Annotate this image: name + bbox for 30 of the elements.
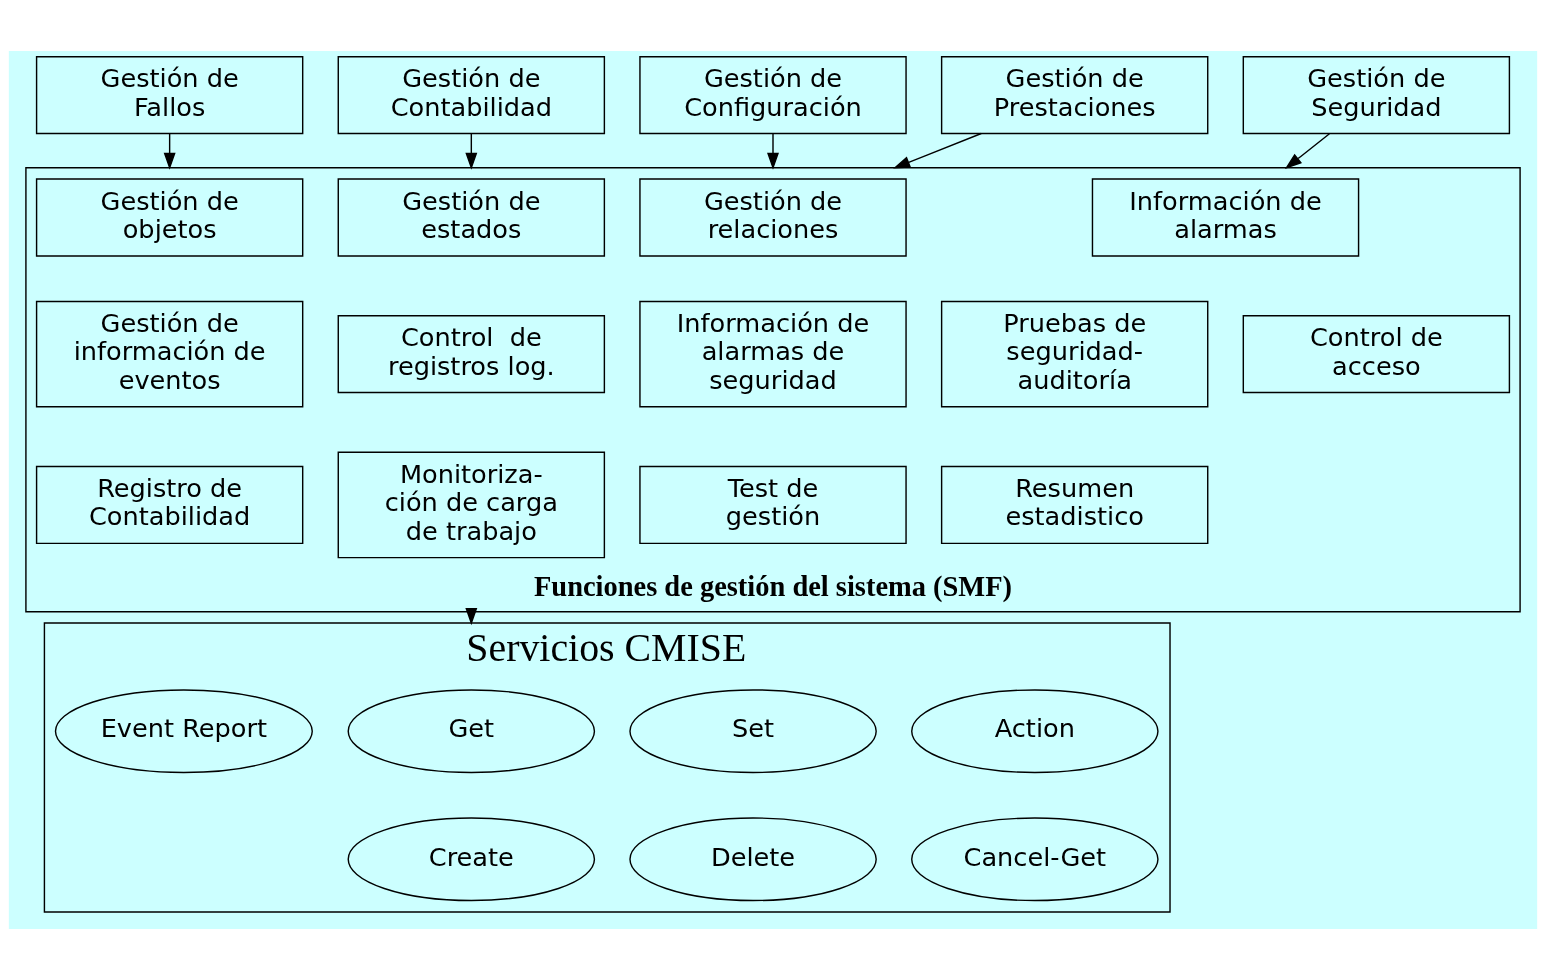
node-box: Gestión de Seguridad [1242,56,1511,135]
node-box: Test de gestión [639,465,907,545]
node-box: Gestión de Fallos [35,56,304,135]
node-ellipse: Event Report [54,689,313,774]
node-box: Gestión de estados [337,178,606,257]
arrow [893,132,982,169]
node-box: Registro de Contabilidad [35,465,304,545]
arrow [1284,133,1331,170]
node-box: Gestión de Contabilidad [337,56,606,135]
node-ellipse: Delete [629,817,877,902]
arrow [767,133,779,170]
node-box: Gestión de objetos [35,178,304,257]
node-box: Monitoriza- ción de carga de trabajo [337,451,606,559]
node-box: Gestión de Prestaciones [940,56,1209,135]
node-box: Gestión de Configuración [639,56,907,135]
arrow [163,133,176,170]
node-ellipse: Set [629,689,877,774]
arrow [465,133,478,170]
node-ellipse: Get [347,689,596,774]
node-box: Control de acceso [1242,314,1511,394]
node-box: Información de alarmas de seguridad [639,300,907,408]
node-ellipse: Cancel-Get [911,817,1159,902]
node-box: Pruebas de seguridad- auditoría [940,300,1209,408]
node-box: Información de alarmas [1091,178,1360,257]
node-box: Resumen estadistico [940,465,1209,545]
node-ellipse: Action [911,689,1159,774]
node-box: Gestión de relaciones [639,178,907,257]
node-box: Control de registros log. [337,314,606,394]
node-box: Gestión de información de eventos [35,300,304,408]
node-ellipse: Create [347,817,596,902]
